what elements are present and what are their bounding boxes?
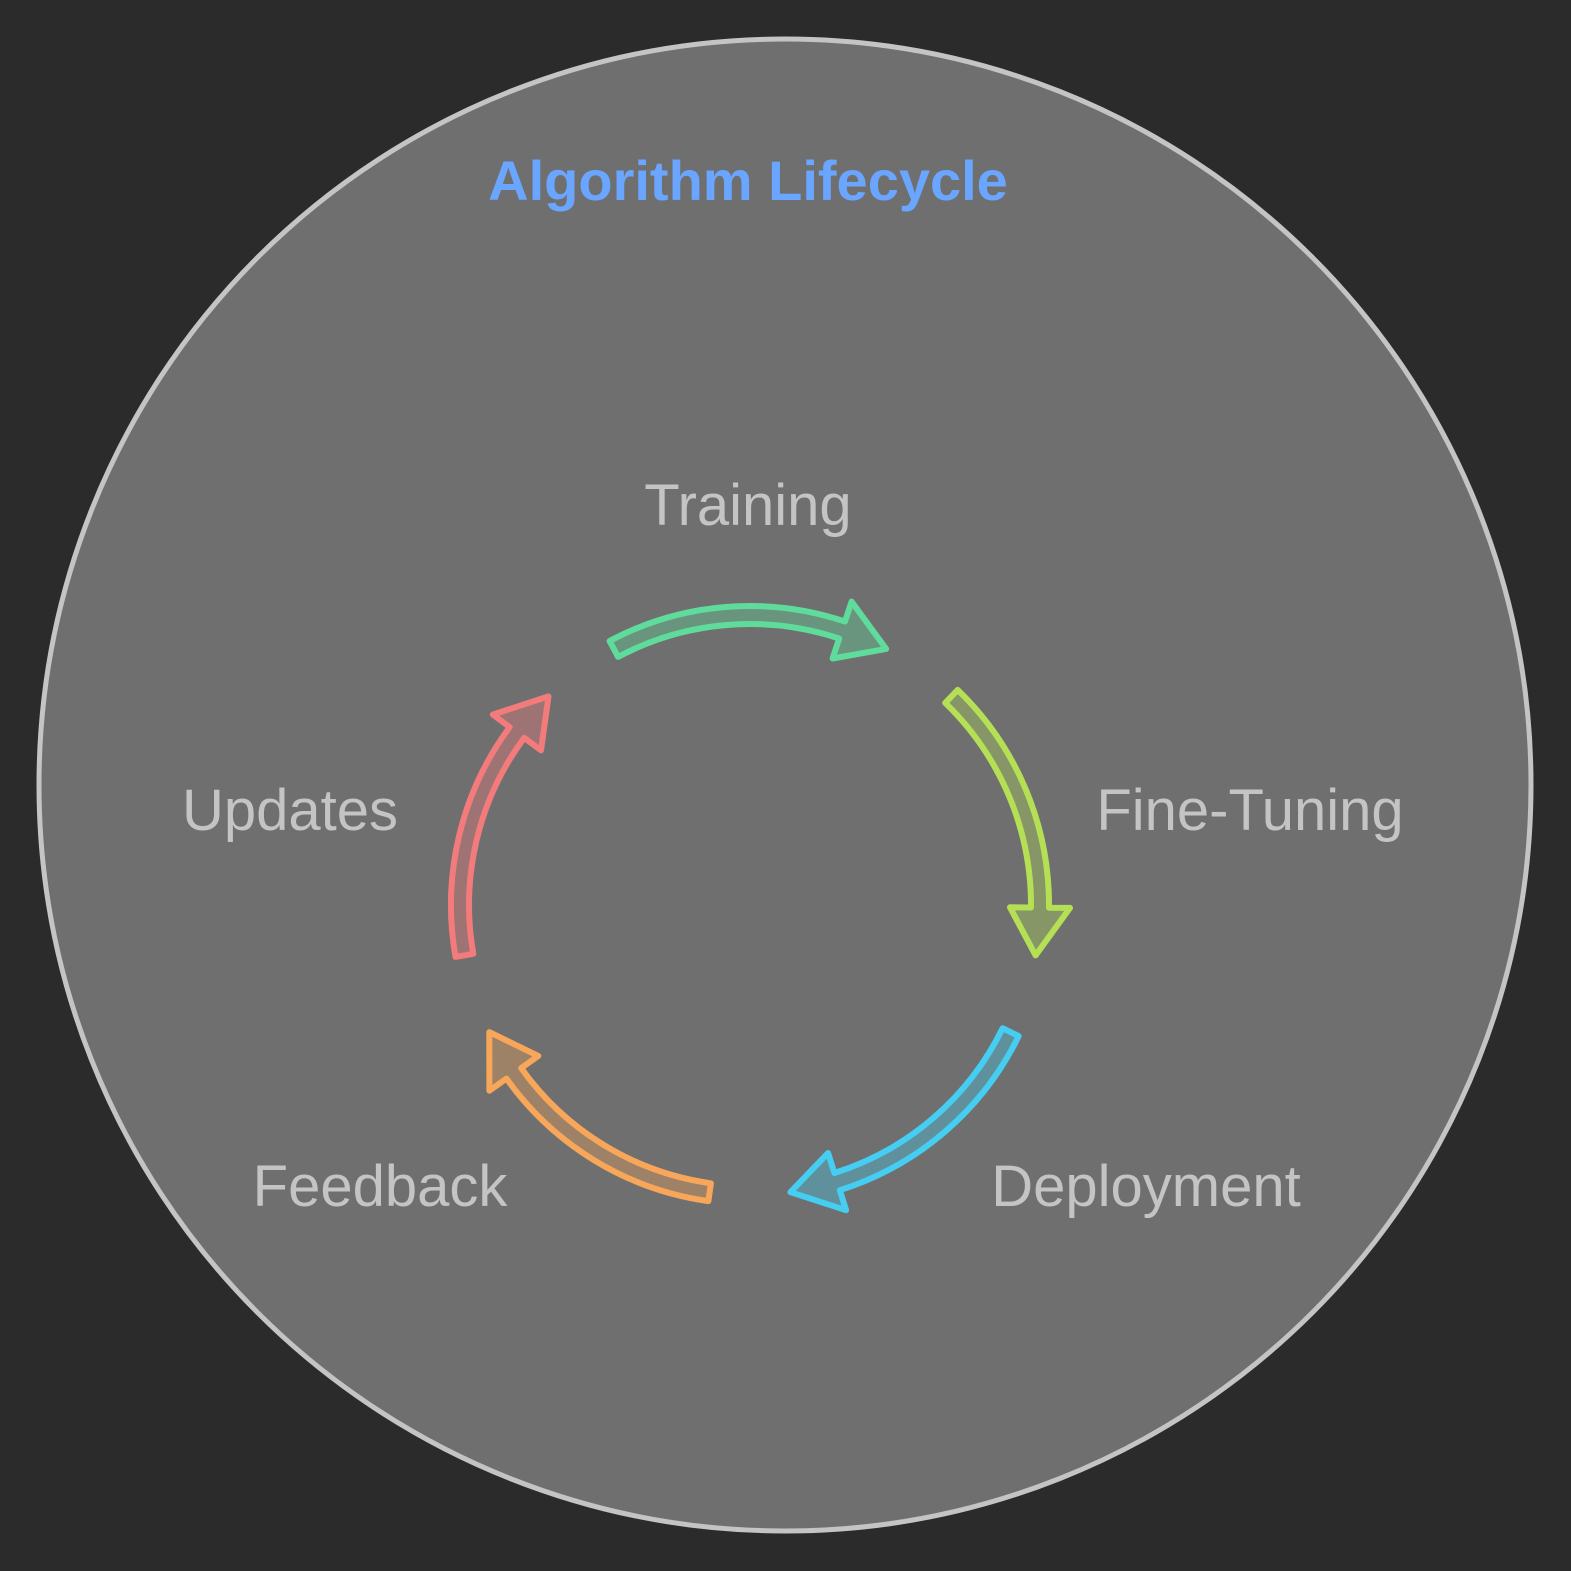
stage-label-updates: Updates [182, 778, 398, 843]
arrow-updates [448, 693, 552, 960]
cycle-arrows [448, 598, 1073, 1214]
stage-label-fine-tuning: Fine-Tuning [1096, 778, 1403, 843]
arrow-training [606, 598, 890, 662]
outer-circle [36, 36, 1534, 1534]
stage-label-training: Training [644, 473, 851, 538]
stage-label-feedback: Feedback [253, 1154, 509, 1219]
diagram-title: Algorithm Lifecycle [488, 149, 1008, 212]
stage-label-deployment: Deployment [991, 1154, 1300, 1219]
arrow-feedback [486, 1029, 714, 1205]
arrow-deployment [787, 1025, 1022, 1214]
arrow-fine-tuning [942, 686, 1073, 959]
